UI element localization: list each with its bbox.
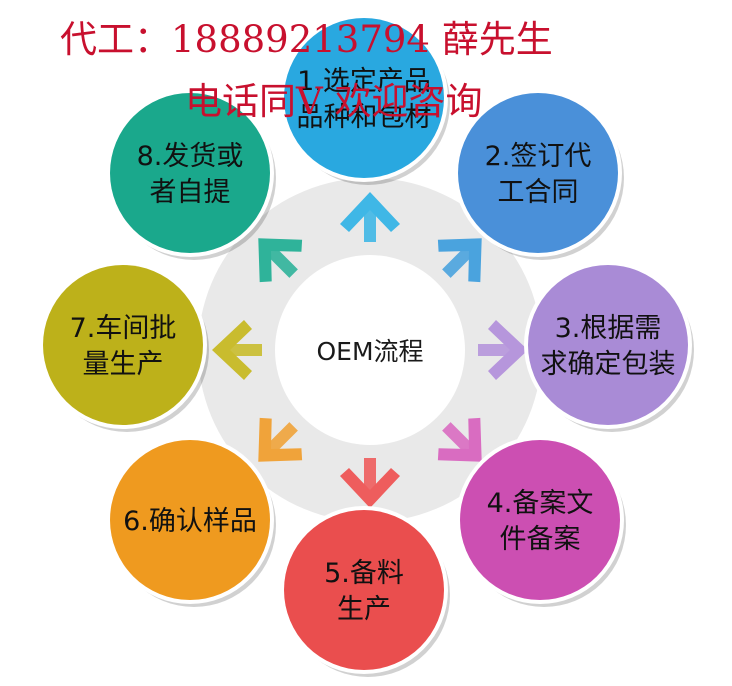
arrow-2 bbox=[437, 238, 482, 283]
header-slogan-line: 电话同V 欢迎咨询 bbox=[185, 80, 482, 123]
step-label: 件备案 bbox=[500, 524, 581, 555]
step-label: 8.发货或 bbox=[137, 141, 244, 172]
step-circle bbox=[460, 440, 620, 600]
step-label: 7.车间批 bbox=[70, 313, 177, 344]
step-label: 1.选定产品 bbox=[297, 66, 431, 97]
step-label: 5.备料 bbox=[324, 558, 404, 589]
step-circle bbox=[284, 18, 444, 178]
step-circle bbox=[458, 93, 618, 253]
step-label: 品种和包材 bbox=[297, 102, 432, 133]
arrow-head bbox=[258, 417, 303, 462]
step-label: 者自提 bbox=[150, 177, 231, 208]
arrow-head bbox=[488, 320, 528, 380]
step-label: 量生产 bbox=[83, 349, 164, 380]
header-contact-line: 代工：18889213794 薛先生 bbox=[60, 18, 553, 61]
arrow-head bbox=[258, 238, 303, 283]
step-6: 6.确认样品 bbox=[106, 436, 276, 607]
step-label: 2.签订代 bbox=[485, 141, 592, 172]
step-circle bbox=[528, 265, 688, 425]
arrow-head bbox=[340, 468, 400, 508]
arrow-head bbox=[212, 320, 252, 380]
step-label: 4.备案文 bbox=[487, 488, 594, 519]
arrow-head bbox=[437, 417, 482, 462]
step-label: 3.根据需 bbox=[555, 313, 662, 344]
step-label: 6.确认样品 bbox=[123, 506, 257, 537]
center-label: OEM流程 bbox=[316, 337, 423, 366]
center-core bbox=[275, 255, 465, 445]
step-label: 生产 bbox=[337, 594, 391, 625]
arrow-8 bbox=[258, 238, 303, 283]
step-label: 求确定包装 bbox=[541, 349, 676, 380]
arrow-group bbox=[212, 192, 528, 508]
arrow-head bbox=[437, 238, 482, 283]
arrow-6 bbox=[258, 417, 303, 462]
step-label: 工合同 bbox=[498, 177, 579, 208]
arrow-4 bbox=[437, 417, 482, 462]
step-circle bbox=[110, 93, 270, 253]
step-circle bbox=[43, 265, 203, 425]
arrow-1 bbox=[340, 192, 400, 242]
step-circles: 1.选定产品品种和包材2.签订代工合同3.根据需求确定包装4.备案文件备案5.备… bbox=[39, 14, 694, 677]
arrow-7 bbox=[212, 320, 262, 380]
arrow-5 bbox=[340, 458, 400, 508]
step-circle bbox=[110, 440, 270, 600]
step-circle bbox=[284, 510, 444, 670]
arrow-3 bbox=[478, 320, 528, 380]
arrow-head bbox=[340, 192, 400, 232]
